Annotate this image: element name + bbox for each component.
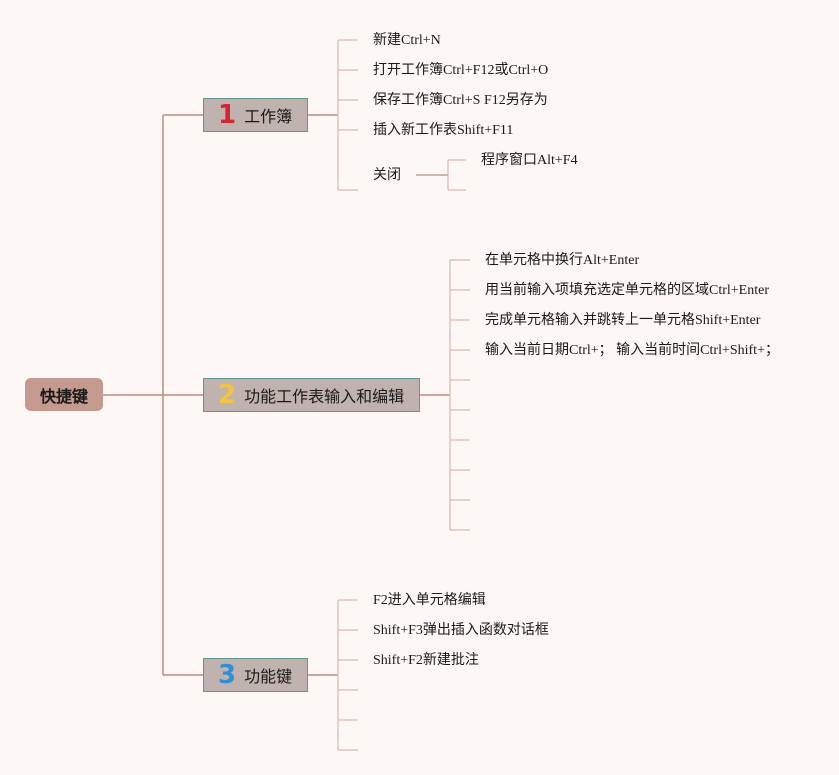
branch-workbook[interactable]: 1 工作簿 (203, 98, 308, 132)
branch-function-keys[interactable]: 3 功能键 (203, 658, 308, 692)
number-3-icon: 3 (218, 660, 237, 690)
leaf-f2-edit[interactable]: F2进入单元格编辑 (373, 593, 486, 608)
branch-label: 功能工作表输入和编辑 (244, 387, 405, 406)
branch-label: 功能键 (244, 667, 293, 686)
branch-label: 工作簿 (244, 107, 293, 126)
leaf-insert-function[interactable]: Shift+F3弹出插入函数对话框 (373, 623, 549, 638)
leaf-wrap-line[interactable]: 在单元格中换行Alt+Enter (485, 253, 640, 268)
number-2-icon: 2 (218, 380, 237, 410)
leaf-complete-move-up[interactable]: 完成单元格输入并跳转上一单元格Shift+Enter (485, 313, 761, 328)
leaf-close[interactable]: 关闭 (373, 168, 401, 183)
branch-worksheet-input-edit[interactable]: 2 功能工作表输入和编辑 (203, 378, 420, 412)
number-1-icon: 1 (218, 100, 237, 130)
leaf-save[interactable]: 保存工作簿Ctrl+S F12另存为 (373, 93, 548, 108)
leaf-insert-sheet[interactable]: 插入新工作表Shift+F11 (373, 123, 514, 138)
root-label: 快捷键 (39, 386, 88, 406)
leaf-new[interactable]: 新建Ctrl+N (373, 33, 441, 48)
leaf-insert-date-time[interactable]: 输入当前日期Ctrl+； 输入当前时间Ctrl+Shift+； (485, 343, 779, 358)
leaf-close-program[interactable]: 程序窗口Alt+F4 (481, 153, 578, 168)
leaf-fill-selection[interactable]: 用当前输入项填充选定单元格的区域Ctrl+Enter (485, 283, 769, 298)
leaf-new-comment[interactable]: Shift+F2新建批注 (373, 653, 479, 668)
root-node[interactable]: 快捷键 (25, 378, 103, 411)
leaf-open[interactable]: 打开工作簿Ctrl+F12或Ctrl+O (373, 63, 549, 78)
